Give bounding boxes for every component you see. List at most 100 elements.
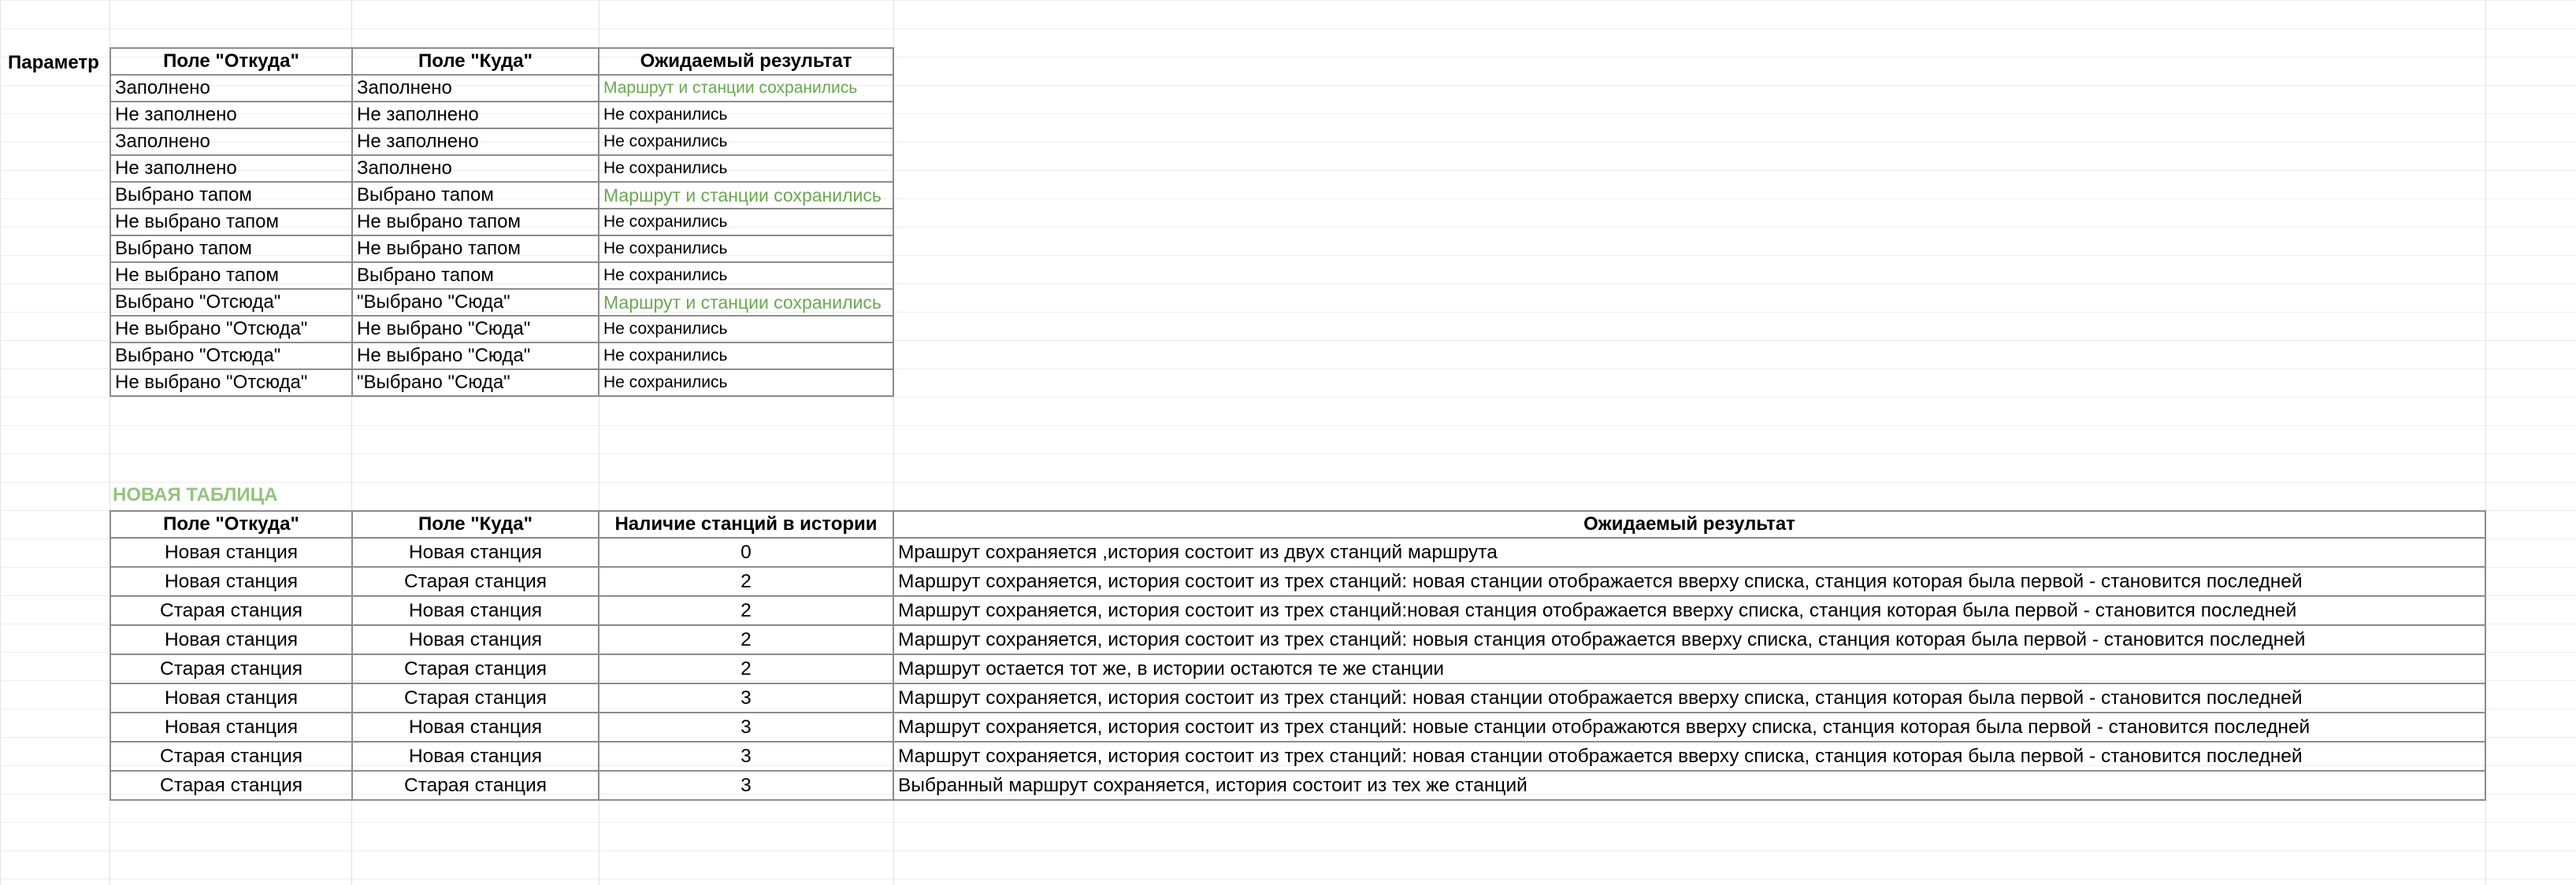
header-history-count[interactable]: Наличие станций в истории bbox=[598, 510, 894, 539]
cell-history-count[interactable]: 0 bbox=[598, 537, 894, 568]
cell-to[interactable]: Не выбрано "Сюда" bbox=[351, 342, 599, 370]
cell-from[interactable]: Новая станция bbox=[109, 624, 353, 655]
cell-to[interactable]: "Выбрано "Сюда" bbox=[351, 288, 599, 317]
header-from[interactable]: Поле "Откуда" bbox=[109, 47, 353, 76]
parameter-label[interactable]: Параметр bbox=[8, 52, 99, 73]
cell-result[interactable]: Маршрут сохраняется, история состоит из … bbox=[893, 683, 2486, 713]
section-title[interactable]: НОВАЯ ТАБЛИЦА bbox=[113, 484, 278, 505]
cell-result[interactable]: Не сохранились bbox=[598, 101, 894, 129]
cell-history-count[interactable]: 2 bbox=[598, 654, 894, 684]
cell-to[interactable]: Новая станция bbox=[351, 741, 599, 772]
cell-result[interactable]: Маршрут сохраняется, история состоит из … bbox=[893, 595, 2486, 626]
table-row: Не выбрано "Отсюда"Не выбрано "Сюда"Не с… bbox=[109, 315, 894, 343]
column-divider bbox=[2485, 0, 2486, 885]
cell-history-count[interactable]: 3 bbox=[598, 770, 894, 801]
cell-to[interactable]: Старая станция bbox=[351, 566, 599, 597]
header-expected-result[interactable]: Ожидаемый результат bbox=[893, 510, 2486, 539]
cell-from[interactable]: Не выбрано тапом bbox=[109, 208, 353, 236]
cell-history-count[interactable]: 3 bbox=[598, 741, 894, 772]
cell-result[interactable]: Выбранный маршрут сохраняется, история с… bbox=[893, 770, 2486, 801]
cell-from[interactable]: Старая станция bbox=[109, 595, 353, 626]
table-row: Не выбрано "Отсюда""Выбрано "Сюда"Не сох… bbox=[109, 368, 894, 397]
cell-result[interactable]: Маршрут сохраняется, история состоит из … bbox=[893, 712, 2486, 742]
cell-from[interactable]: Заполнено bbox=[109, 74, 353, 102]
cell-result[interactable]: Не сохранились bbox=[598, 235, 894, 263]
cell-to[interactable]: Старая станция bbox=[351, 683, 599, 713]
column-divider bbox=[893, 0, 894, 885]
cell-to[interactable]: Новая станция bbox=[351, 537, 599, 568]
cell-to[interactable]: Заполнено bbox=[351, 154, 599, 183]
cell-result[interactable]: Маршрут сохраняется, история состоит из … bbox=[893, 566, 2486, 597]
cell-to[interactable]: "Выбрано "Сюда" bbox=[351, 368, 599, 397]
cell-result[interactable]: Не сохранились bbox=[598, 368, 894, 397]
cell-result[interactable]: Не сохранились bbox=[598, 261, 894, 290]
cell-to[interactable]: Заполнено bbox=[351, 74, 599, 102]
cell-from[interactable]: Выбрано "Отсюда" bbox=[109, 288, 353, 317]
cell-result[interactable]: Не сохранились bbox=[598, 342, 894, 370]
cell-from[interactable]: Старая станция bbox=[109, 741, 353, 772]
cell-result[interactable]: Маршрут и станции сохранились bbox=[598, 74, 894, 102]
cell-to[interactable]: Новая станция bbox=[351, 624, 599, 655]
cell-from[interactable]: Новая станция bbox=[109, 712, 353, 742]
cell-result[interactable]: Маршрут сохраняется, история состоит из … bbox=[893, 624, 2486, 655]
cell-from[interactable]: Новая станция bbox=[109, 537, 353, 568]
cell-result[interactable]: Маршрут остается тот же, в истории остаю… bbox=[893, 654, 2486, 684]
cell-to[interactable]: Не заполнено bbox=[351, 101, 599, 129]
cell-to[interactable]: Выбрано тапом bbox=[351, 181, 599, 209]
cell-from[interactable]: Новая станция bbox=[109, 683, 353, 713]
parameters-table: Поле "Откуда" Поле "Куда" Ожидаемый резу… bbox=[109, 47, 894, 397]
cell-from[interactable]: Не выбрано тапом bbox=[109, 261, 353, 290]
cell-from[interactable]: Выбрано "Отсюда" bbox=[109, 342, 353, 370]
cell-result[interactable]: Маршрут и станции сохранились bbox=[598, 288, 894, 317]
cell-result[interactable]: Не сохранились bbox=[598, 315, 894, 343]
cell-to[interactable]: Старая станция bbox=[351, 654, 599, 684]
cell-from[interactable]: Не выбрано "Отсюда" bbox=[109, 315, 353, 343]
cell-result[interactable]: Не сохранились bbox=[598, 154, 894, 183]
cell-to[interactable]: Новая станция bbox=[351, 712, 599, 742]
header-from[interactable]: Поле "Откуда" bbox=[109, 510, 353, 539]
cell-result[interactable]: Маршрут сохраняется, история состоит из … bbox=[893, 741, 2486, 772]
cell-from[interactable]: Старая станция bbox=[109, 770, 353, 801]
cell-history-count[interactable]: 2 bbox=[598, 595, 894, 626]
history-table: Поле "Откуда" Поле "Куда" Наличие станци… bbox=[109, 510, 2486, 801]
table-row: Выбрано "Отсюда"Не выбрано "Сюда"Не сохр… bbox=[109, 342, 894, 370]
cell-from[interactable]: Выбрано тапом bbox=[109, 235, 353, 263]
cell-to[interactable]: Старая станция bbox=[351, 770, 599, 801]
cell-result[interactable]: Маршрут и станции сохранились bbox=[598, 181, 894, 209]
cell-history-count[interactable]: 2 bbox=[598, 566, 894, 597]
cell-to[interactable]: Не выбрано "Сюда" bbox=[351, 315, 599, 343]
header-to[interactable]: Поле "Куда" bbox=[351, 510, 599, 539]
cell-from[interactable]: Новая станция bbox=[109, 566, 353, 597]
cell-result[interactable]: Мрашрут сохраняется ,история состоит из … bbox=[893, 537, 2486, 568]
cell-from[interactable]: Не выбрано "Отсюда" bbox=[109, 368, 353, 397]
cell-from[interactable]: Не заполнено bbox=[109, 101, 353, 129]
cell-to[interactable]: Не заполнено bbox=[351, 128, 599, 156]
cell-result[interactable]: Не сохранились bbox=[598, 208, 894, 236]
cell-to[interactable]: Выбрано тапом bbox=[351, 261, 599, 290]
cell-to[interactable]: Не выбрано тапом bbox=[351, 235, 599, 263]
cell-from[interactable]: Заполнено bbox=[109, 128, 353, 156]
cell-history-count[interactable]: 2 bbox=[598, 624, 894, 655]
header-to[interactable]: Поле "Куда" bbox=[351, 47, 599, 76]
cell-history-count[interactable]: 3 bbox=[598, 683, 894, 713]
header-expected-result[interactable]: Ожидаемый результат bbox=[598, 47, 894, 76]
cell-result[interactable]: Не сохранились bbox=[598, 128, 894, 156]
cell-from[interactable]: Выбрано тапом bbox=[109, 181, 353, 209]
cell-to[interactable]: Не выбрано тапом bbox=[351, 208, 599, 236]
cell-to[interactable]: Новая станция bbox=[351, 595, 599, 626]
cell-from[interactable]: Старая станция bbox=[109, 654, 353, 684]
cell-history-count[interactable]: 3 bbox=[598, 712, 894, 742]
cell-from[interactable]: Не заполнено bbox=[109, 154, 353, 183]
